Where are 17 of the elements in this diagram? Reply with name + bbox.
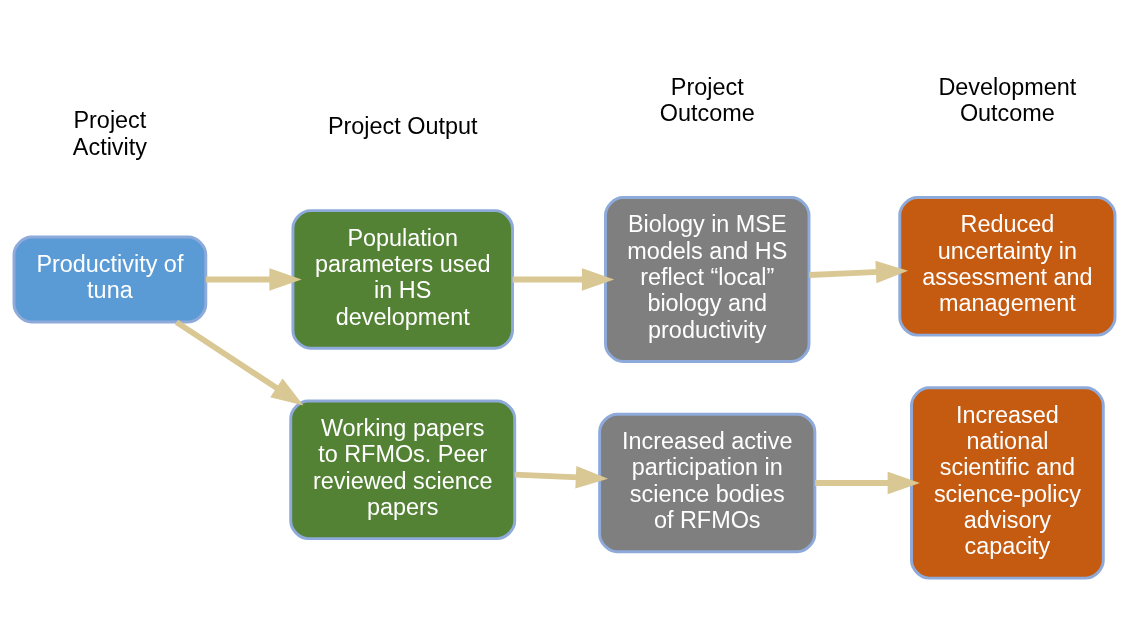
node-box: Reduced uncertainty in assessment and management <box>898 195 1117 337</box>
label: Project Output <box>327 112 478 139</box>
node-box: Increased active participation in science bodies of RFMOs <box>598 412 817 553</box>
arrow <box>815 471 920 494</box>
arrow <box>809 260 909 283</box>
node-box: Population parameters used in HS development <box>291 208 514 350</box>
arrow <box>512 267 615 291</box>
node-box: Biology in MSE models and HS reflect “local” biology and productivity <box>604 195 811 363</box>
node-box: Productivity of tuna <box>12 235 208 323</box>
arrow <box>205 267 302 291</box>
node-box: Increased national scientific and science-policy advisory capacity <box>910 385 1105 580</box>
label: Project Activity <box>72 106 147 160</box>
node-box: Working papers to RFMOs. Peer reviewed science papers <box>289 399 517 540</box>
arrow <box>174 319 304 406</box>
label: Development Outcome <box>938 73 1077 126</box>
arrow <box>514 465 609 489</box>
label: Project Outcome <box>659 73 755 126</box>
